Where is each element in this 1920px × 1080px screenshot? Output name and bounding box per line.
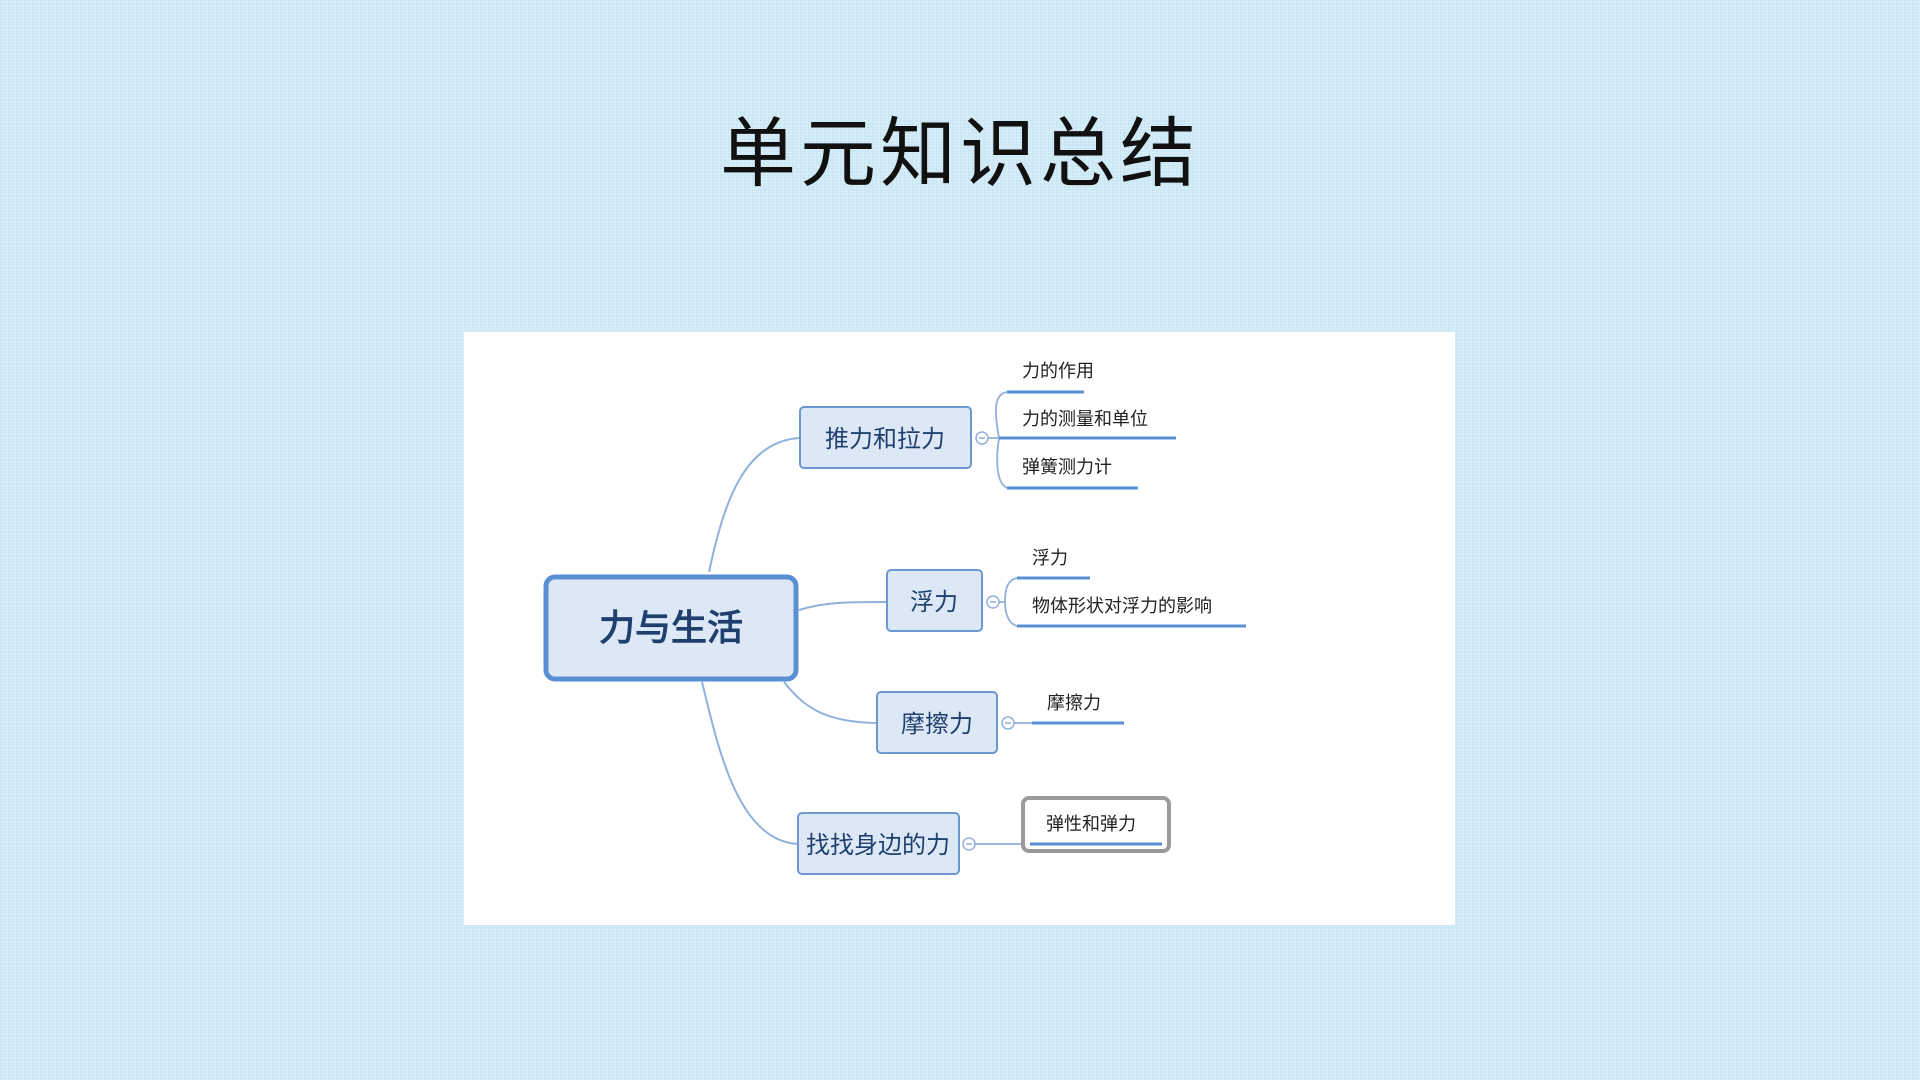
- branch-node-1-label: 推力和拉力: [825, 425, 945, 453]
- leaf-2-1: 浮力: [1032, 548, 1068, 569]
- leaf-3-1: 摩擦力: [1047, 693, 1101, 714]
- connector-branch-1-leaves: [988, 391, 1008, 489]
- branch-node-1[interactable]: [799, 406, 972, 469]
- leaf-1-2: 力的测量和单位: [1022, 409, 1148, 430]
- mindmap-panel: 力与生活 推力和拉力 力的作用 力的测量和单位 弹簧测力计 浮力 浮力 物体形状…: [464, 332, 1455, 925]
- slide-title: 单元知识总结: [720, 109, 1200, 198]
- leaf-4-1-selection-frame[interactable]: [1021, 796, 1171, 853]
- leaf-4-1: 弹性和弹力: [1046, 814, 1136, 835]
- connector-root-branch-1: [708, 437, 800, 573]
- mindmap-diagram: 力与生活 推力和拉力 力的作用 力的测量和单位 弹簧测力计 浮力 浮力 物体形状…: [543, 361, 1246, 875]
- connector-root-branch-3: [783, 681, 877, 724]
- branch-node-4[interactable]: [797, 812, 960, 875]
- leaf-1-1: 力的作用: [1022, 361, 1094, 382]
- root-node[interactable]: [543, 574, 799, 682]
- connector-branch-2-leaves: [999, 577, 1018, 627]
- leaf-2-2: 物体形状对浮力的影响: [1032, 596, 1212, 617]
- branch-node-3-label: 摩擦力: [901, 710, 973, 738]
- branch-node-2-label: 浮力: [910, 588, 958, 616]
- root-node-label: 力与生活: [599, 608, 743, 649]
- branch-node-2[interactable]: [886, 569, 983, 632]
- connector-root-branch-2: [798, 601, 887, 611]
- branch-node-3[interactable]: [876, 691, 998, 754]
- leaf-1-3: 弹簧测力计: [1022, 457, 1112, 478]
- branch-node-4-label: 找找身边的力: [806, 831, 950, 859]
- connector-root-branch-4: [701, 681, 800, 845]
